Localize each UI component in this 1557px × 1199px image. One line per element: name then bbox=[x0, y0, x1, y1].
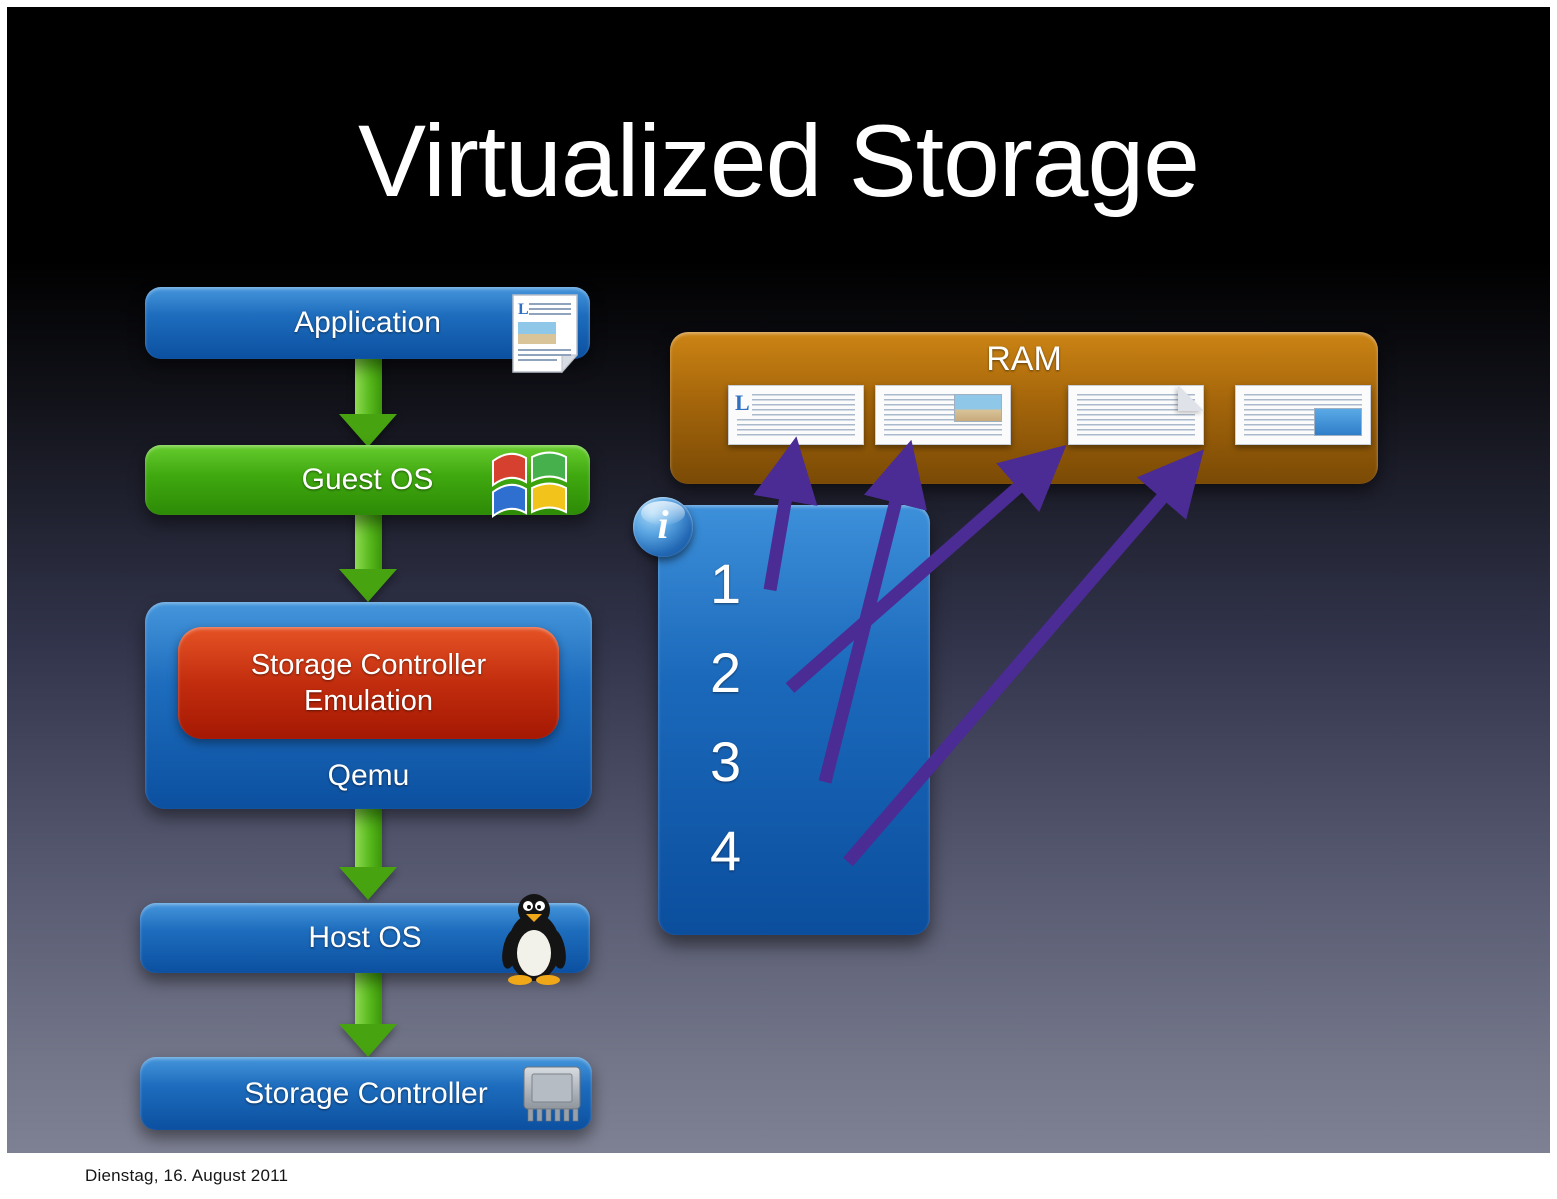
guest-os-label: Guest OS bbox=[301, 463, 434, 496]
chip-icon bbox=[510, 1061, 594, 1132]
ram-page-thumbnail bbox=[1068, 385, 1204, 445]
storage-controller-box: Storage Controller bbox=[140, 1057, 592, 1130]
thumbnail-folded-corner bbox=[1178, 385, 1204, 411]
down-arrow-icon bbox=[339, 807, 397, 900]
ram-page-thumbnail: L bbox=[728, 385, 864, 445]
document-icon: L bbox=[505, 292, 591, 383]
host-os-label: Host OS bbox=[308, 921, 422, 954]
windows-logo-icon bbox=[485, 437, 573, 530]
block-number: 2 bbox=[710, 641, 742, 704]
footer-date: Dienstag, 16. August 2011 bbox=[85, 1166, 289, 1185]
block-number: 3 bbox=[710, 730, 742, 793]
storage-controller-emulation-box: Storage Controller Emulation bbox=[178, 627, 559, 739]
block-map-box: 1 2 3 4 bbox=[658, 505, 930, 935]
block-number: 1 bbox=[710, 552, 742, 615]
storage-controller-emulation-label: Storage Controller Emulation bbox=[250, 648, 487, 717]
ram-page-thumbnail bbox=[875, 385, 1011, 445]
thumbnail-photo bbox=[954, 394, 1002, 422]
thumbnail-dropcap: L bbox=[735, 390, 752, 416]
thumbnail-photo bbox=[1314, 408, 1362, 436]
down-arrow-icon bbox=[339, 970, 397, 1057]
application-label: Application bbox=[294, 306, 441, 339]
qemu-box: Storage Controller Emulation Qemu bbox=[145, 602, 592, 809]
slide-title: Virtualized Storage bbox=[358, 104, 1200, 218]
info-icon: i bbox=[633, 497, 693, 557]
ram-label: RAM bbox=[986, 340, 1062, 378]
down-arrow-icon bbox=[339, 512, 397, 602]
ram-page-thumbnail bbox=[1235, 385, 1371, 445]
block-number: 4 bbox=[710, 819, 742, 882]
svg-text:L: L bbox=[518, 301, 529, 318]
thumbnail-text-lines bbox=[1077, 394, 1195, 436]
ram-box: RAM L bbox=[670, 332, 1378, 484]
thumbnail-text-lines bbox=[737, 394, 855, 436]
qemu-label: Qemu bbox=[327, 759, 410, 792]
info-icon-glyph: i bbox=[657, 502, 669, 547]
tux-penguin-icon bbox=[496, 889, 572, 990]
down-arrow-icon bbox=[339, 357, 397, 447]
slide-canvas: Virtualized Storage Application L bbox=[7, 7, 1550, 1153]
block-number-list: 1 2 3 4 bbox=[710, 553, 741, 909]
storage-controller-label: Storage Controller bbox=[244, 1076, 488, 1110]
host-os-box: Host OS bbox=[140, 903, 590, 973]
